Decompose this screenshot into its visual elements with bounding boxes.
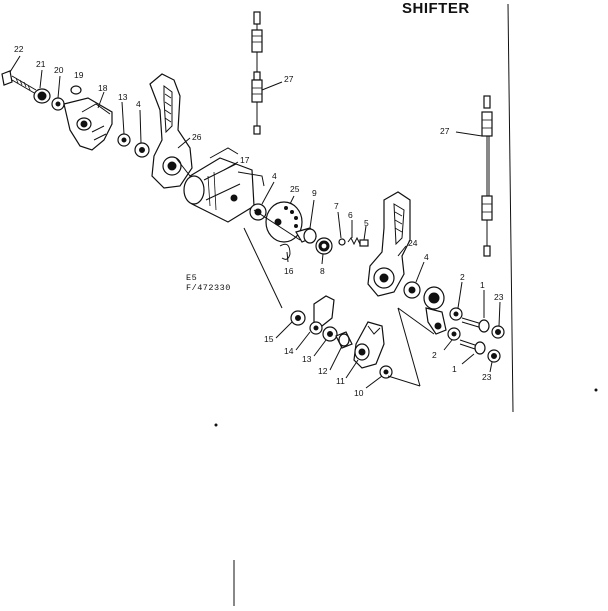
callout-2-upper: 2 [460, 272, 465, 282]
leader-line [387, 375, 421, 387]
washer-part-10 [379, 365, 393, 379]
callout-24: 24 [408, 238, 418, 248]
washer-part-20 [51, 97, 65, 111]
fork-part-11 [353, 321, 385, 369]
washer-part-4-upper [134, 142, 150, 158]
bracket-part-14 [309, 295, 335, 335]
callout-20: 20 [54, 65, 64, 75]
right-border-line [507, 3, 514, 413]
rod-part-27-top [251, 11, 263, 135]
bushing-part-12 [335, 331, 353, 349]
callout-15: 15 [264, 334, 274, 344]
callout-11: 11 [336, 376, 345, 386]
callout-1-upper: 1 [480, 280, 485, 290]
callout-27-right: 27 [440, 126, 450, 136]
callout-27-top: 27 [284, 74, 294, 84]
callout-5: 5 [364, 218, 369, 228]
callout-13-upper: 13 [118, 92, 128, 102]
washer-part-2-upper [449, 307, 463, 321]
spring-clip-part-16 [279, 243, 291, 260]
callout-1-lower: 1 [452, 364, 457, 374]
ball-part-7 [338, 238, 346, 246]
callout-9: 9 [312, 188, 317, 198]
speck [214, 423, 218, 427]
callout-8: 8 [320, 266, 325, 276]
speck [594, 388, 598, 392]
callout-7: 7 [334, 201, 339, 211]
callout-25: 25 [290, 184, 300, 194]
bolt-part-1-upper [461, 317, 490, 333]
plate-part-25 [265, 201, 303, 243]
callout-18: 18 [98, 83, 108, 93]
callout-14: 14 [284, 346, 294, 356]
reference-line-1: E5 [186, 273, 198, 283]
callout-17: 17 [240, 155, 250, 165]
callout-4-lower: 4 [424, 252, 429, 262]
callout-12: 12 [318, 366, 328, 376]
washer-part-13-upper [117, 133, 131, 147]
reference-code: E5 F/472330 [186, 273, 231, 293]
bolt-part-22 [1, 70, 37, 95]
callout-23-upper: 23 [494, 292, 504, 302]
lever-part-26 [149, 73, 193, 189]
leader-line [175, 157, 191, 177]
bolt-part-1-lower [459, 339, 486, 355]
rod-part-27-right [481, 95, 493, 257]
callout-10: 10 [354, 388, 364, 398]
callout-26: 26 [192, 132, 202, 142]
nut-part-23-lower [487, 349, 501, 363]
ring-part-8 [315, 237, 333, 255]
callout-4-upper: 4 [136, 99, 141, 109]
callout-13-lower: 13 [302, 354, 312, 364]
nut-part-21 [33, 88, 51, 104]
bracket-part-18 [63, 97, 113, 151]
housing-part-17 [183, 147, 265, 223]
callout-23-lower: 23 [482, 372, 492, 382]
reference-line-2: F/472330 [186, 283, 231, 293]
clip-part-19 [70, 85, 82, 95]
washer-part-13-lower [322, 326, 338, 342]
washer-part-2-lower [447, 327, 461, 341]
leader-line [397, 307, 435, 335]
lever-part-24 [367, 191, 411, 297]
callout-6: 6 [348, 210, 353, 220]
callout-2-lower: 2 [432, 350, 437, 360]
callout-16: 16 [284, 266, 294, 276]
bushing-part-9 [295, 227, 317, 244]
plunger-part-5 [359, 239, 369, 247]
leader-line [253, 209, 301, 241]
callout-22: 22 [14, 44, 24, 54]
callout-19: 19 [74, 70, 84, 80]
leader-line [243, 227, 283, 309]
callout-21: 21 [36, 59, 46, 69]
nut-part-23-upper [491, 325, 505, 339]
shift-collar [423, 286, 447, 335]
callout-4-mid: 4 [272, 171, 277, 181]
washer-part-15 [290, 310, 306, 326]
washer-part-4-mid [249, 203, 267, 221]
leader-line [397, 307, 421, 387]
diagram-title: SHIFTER [402, 0, 470, 17]
washer-part-4-lower [403, 281, 421, 299]
